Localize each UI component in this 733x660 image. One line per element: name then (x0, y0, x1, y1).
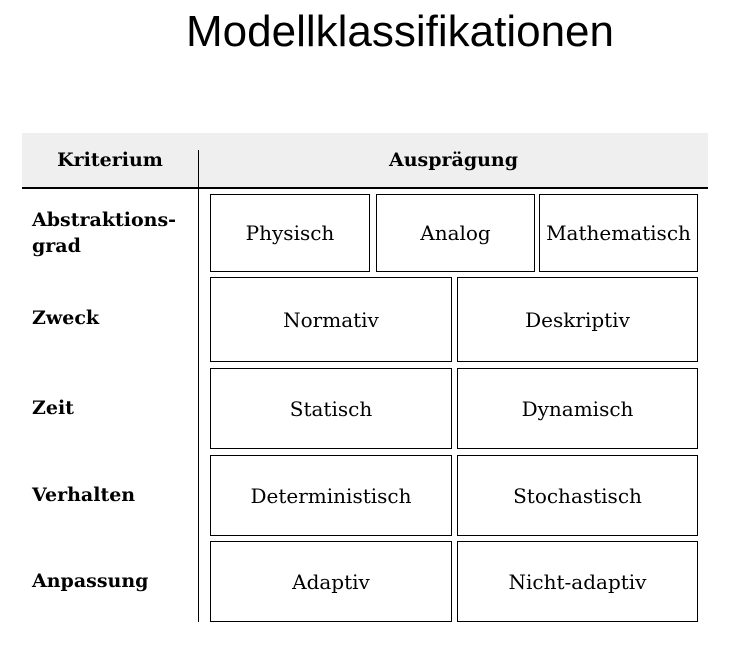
criterion-anpassung: Anpassung (32, 570, 149, 592)
value-nicht-adaptiv: Nicht-adaptiv (457, 541, 698, 622)
page-title: Modellklassifikationen (186, 7, 614, 56)
criterion-zeit: Zeit (32, 397, 74, 419)
criterion-zweck: Zweck (32, 307, 100, 329)
header-characteristic: Ausprägung (388, 149, 519, 171)
value-adaptiv: Adaptiv (210, 541, 452, 622)
value-normativ: Normativ (210, 277, 452, 362)
criterion-abstraktionsgrad: Abstraktions- grad (32, 209, 177, 257)
value-analog: Analog (376, 194, 535, 272)
criterion-verhalten: Verhalten (32, 484, 136, 506)
value-physisch: Physisch (210, 194, 370, 272)
value-statisch: Statisch (210, 368, 452, 449)
value-deskriptiv: Deskriptiv (457, 277, 698, 362)
value-stochastisch: Stochastisch (457, 455, 698, 536)
value-deterministisch: Deterministisch (210, 455, 452, 536)
value-dynamisch: Dynamisch (457, 368, 698, 449)
header-divider (22, 187, 708, 189)
header-criterion: Kriterium (57, 149, 163, 171)
value-mathematisch: Mathematisch (539, 194, 698, 272)
table-header-background (22, 133, 708, 188)
column-divider (198, 150, 199, 622)
